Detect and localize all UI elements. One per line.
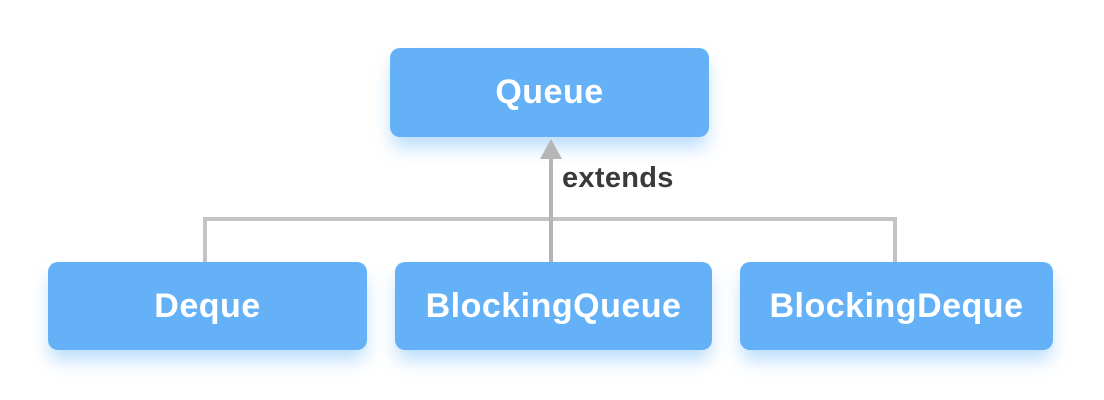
extends-label: extends <box>562 162 674 194</box>
arrow-up-icon <box>540 139 562 159</box>
node-deque-label: Deque <box>154 286 261 325</box>
node-blockingqueue-label: BlockingQueue <box>425 286 682 325</box>
connector-stem-extends <box>549 157 553 262</box>
connector-drop-blockingdeque <box>893 217 897 262</box>
node-blockingqueue: BlockingQueue <box>395 262 712 350</box>
node-blockingdeque-label: BlockingDeque <box>769 286 1024 325</box>
node-queue: Queue <box>390 48 709 137</box>
node-queue-label: Queue <box>495 73 604 111</box>
node-deque: Deque <box>48 262 367 350</box>
node-blockingdeque: BlockingDeque <box>740 262 1053 350</box>
connector-drop-deque <box>203 217 207 262</box>
